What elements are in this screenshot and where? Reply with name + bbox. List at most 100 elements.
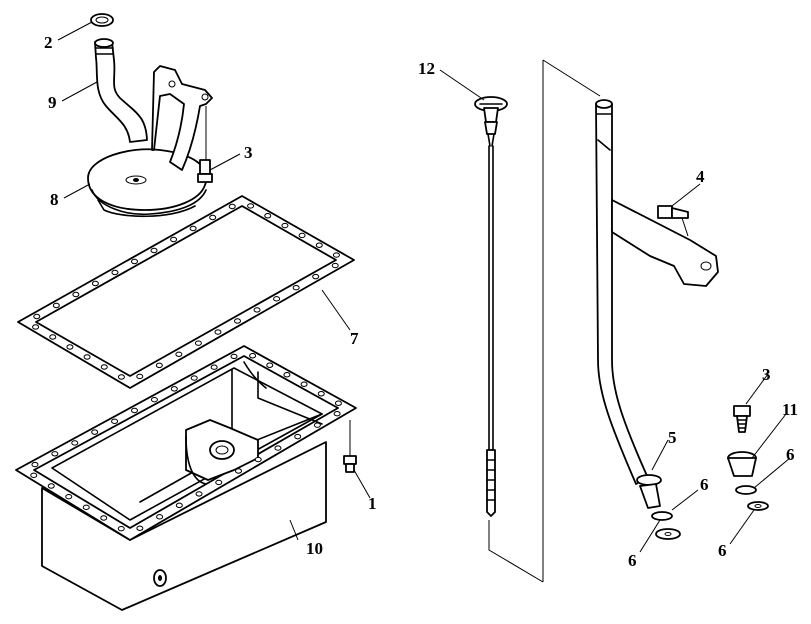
bolt-hole [214,329,222,335]
bolt-hole [230,353,238,360]
callout-7: 7 [350,329,359,348]
bolt-hole [228,203,236,210]
bolt-hole [209,214,217,221]
bolt-hole [281,222,289,229]
adapter-assembly [727,405,769,511]
bolt-hole [273,296,281,302]
callout-6: 6 [628,551,637,570]
bolt-hole [71,440,79,446]
bolt-hole [83,354,91,360]
bolt-hole [298,232,306,239]
bolt-hole [155,362,163,369]
bolt-hole [194,340,202,346]
strainer-bracket [151,65,213,171]
bolt-hole [312,273,320,280]
leader-frame [488,59,601,583]
bolt-hole [117,525,125,532]
oil-pan [15,345,357,611]
tube-bracket [611,199,719,287]
bolt-hole [111,269,119,276]
bolt-hole [195,491,203,497]
bolt-hole [100,364,108,370]
bolt-hole [317,391,325,397]
bolt-hole [190,375,198,381]
bolt-hole [66,344,74,350]
bolt-hole [170,236,178,243]
bolt-hole [100,515,108,521]
bolt-hole [334,400,342,406]
bolt-hole [234,318,241,324]
bolt-hole [175,502,183,509]
callout-1: 1 [368,494,377,513]
bolt-hole [315,242,323,248]
strainer-bolt [197,106,213,183]
bolt-hole [253,307,261,313]
bolt-hole [65,493,73,500]
suction-pipe [94,38,148,143]
bolt-hole [332,252,340,258]
bolt-hole [117,374,125,380]
bolt-hole [51,451,59,457]
dipstick-tube [595,99,662,509]
oil-strainer [87,148,208,218]
callout-3: 3 [762,365,771,384]
bolt-hole [131,258,138,265]
bolt-hole [82,504,90,511]
bolt-hole [189,225,197,232]
callout-8: 8 [50,190,59,209]
callout-10: 10 [306,539,323,558]
bolt-hole [300,381,308,387]
callout-6: 6 [718,541,727,560]
bolt-hole [254,456,262,463]
bolt-hole [91,429,99,435]
bracket-bolt [657,205,689,237]
bolt-hole [136,373,144,380]
callout-labels: 2 9 3 8 7 1 10 12 4 5 6 6 3 11 6 6 [44,33,798,570]
bolt-hole [111,418,119,425]
bolt-hole [32,324,40,330]
bolt-hole [150,396,158,403]
bolt-hole [170,386,178,392]
bolt-hole [131,407,138,414]
bolt-hole [72,291,80,298]
bolt-hole [33,313,41,320]
bolt-hole [215,479,223,486]
bolt-hole [91,280,99,287]
bolt-hole [52,302,60,309]
bolt-hole [247,203,255,209]
bolt-hole [249,353,257,359]
tube-washers [651,511,681,540]
bolt-hole [30,472,38,479]
leader-lines [57,21,791,553]
bolt-hole [210,364,218,370]
drain-plug [343,420,357,473]
callout-11: 11 [782,400,798,419]
bolt-hole [31,461,39,468]
callout-9: 9 [48,93,57,112]
callout-6: 6 [786,445,795,464]
callout-5: 5 [668,428,677,447]
bolt-hole [333,411,341,417]
bolt-hole [292,285,300,291]
callout-6: 6 [700,475,709,494]
bolt-hole [49,334,57,340]
dipstick [474,96,508,517]
bolt-hole [264,213,272,219]
callout-12: 12 [418,59,435,78]
bolt-hole [47,483,55,489]
bolt-hole [175,351,183,357]
bolt-hole [274,445,282,451]
callout-2: 2 [44,33,53,52]
bolt-hole [156,514,164,520]
bolt-hole [313,422,321,428]
callout-4: 4 [696,167,705,186]
o-ring [90,13,114,27]
bolt-hole [266,362,274,368]
bolt-hole [150,247,158,254]
bolt-hole [331,262,339,269]
bolt-hole [235,468,242,474]
bolt-hole [136,525,144,531]
bolt-hole [294,433,302,440]
oil-pan-gasket [17,195,355,389]
